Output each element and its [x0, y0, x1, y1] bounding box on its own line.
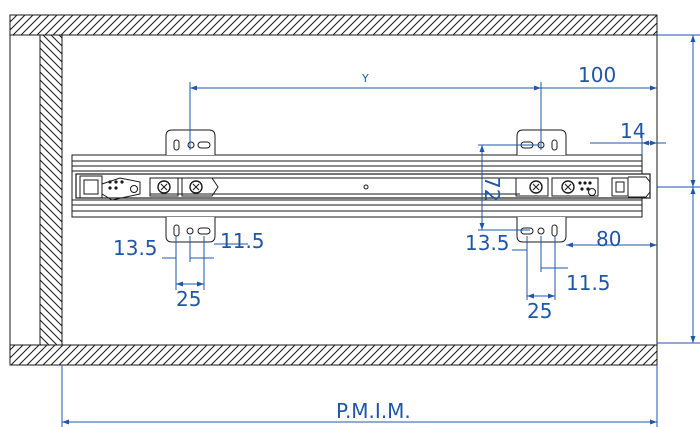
dim-left-hole-spacing: 25: [176, 287, 201, 311]
front-screw-1: [529, 180, 543, 194]
dim-front-offset: 100: [578, 63, 616, 87]
rail-center-hole: [363, 184, 369, 190]
front-bracket-bottom: [516, 217, 567, 243]
slide-rail: [71, 154, 651, 218]
bottom-panel: [9, 344, 658, 366]
dim-rail-setback: 14: [620, 119, 645, 143]
rear-latch: [79, 175, 219, 201]
dimension-lines: [61, 34, 700, 427]
dim-rear-offset: 80: [596, 227, 621, 251]
dim-y-label: Y: [361, 72, 369, 85]
front-latch: [515, 176, 651, 198]
dim-right-hole-a: 13.5: [465, 231, 510, 255]
rear-screw-1: [157, 180, 171, 194]
dim-bracket-height: 72: [480, 176, 504, 201]
side-panel: [39, 34, 63, 346]
cabinet-walls: [9, 14, 658, 366]
dim-overall: P.M.I.M.: [336, 399, 411, 423]
front-screw-2: [561, 180, 575, 194]
dim-right-hole-b: 11.5: [566, 271, 611, 295]
dim-left-hole-b: 11.5: [220, 229, 265, 253]
dim-right-hole-spacing: 25: [527, 299, 552, 323]
rear-screw-2: [189, 180, 203, 194]
dim-left-hole-a: 13.5: [113, 236, 158, 260]
top-panel: [9, 14, 658, 36]
